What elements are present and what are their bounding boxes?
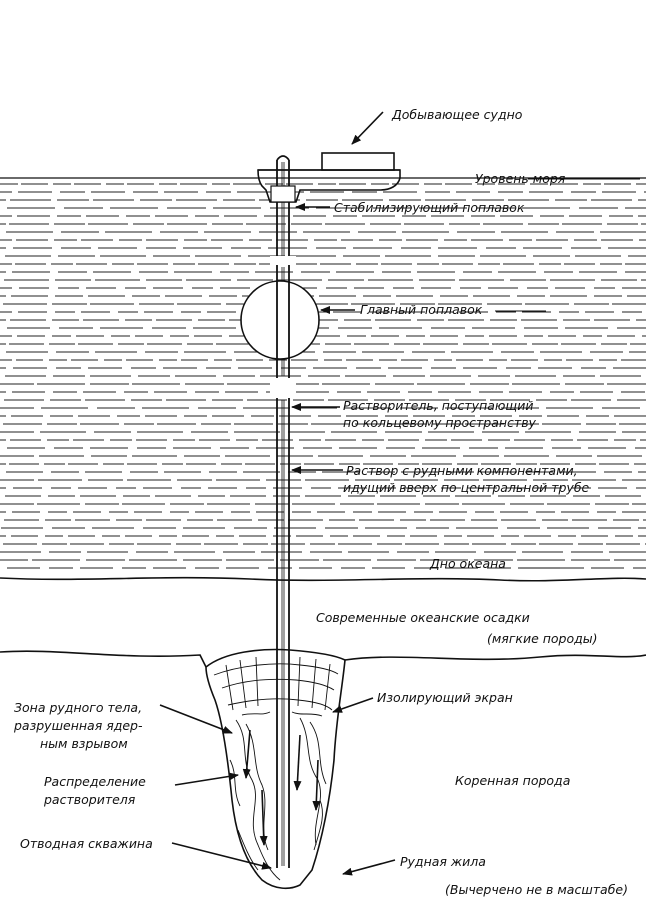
mining-vessel bbox=[258, 152, 400, 171]
sediment-boundary bbox=[0, 650, 646, 668]
label-bedrock: Коренная порода bbox=[455, 773, 570, 788]
ore-body-zone bbox=[205, 648, 346, 890]
label-solution-1: Раствор с рудными компонентами, bbox=[346, 463, 578, 478]
label-solvent-2: по кольцевому пространству bbox=[343, 415, 537, 430]
pointer-arrows bbox=[159, 111, 396, 876]
sea-water bbox=[0, 183, 646, 569]
label-sea-level: Уровень моря bbox=[475, 171, 566, 186]
label-ore-vein: Рудная жила bbox=[400, 854, 486, 869]
label-ore-zone-1: Зона рудного тела, bbox=[14, 700, 142, 715]
stabilizing-float bbox=[257, 169, 401, 203]
ocean-floor-line bbox=[0, 576, 646, 582]
label-ore-zone-2: разрушенная ядер- bbox=[13, 718, 143, 733]
label-isolating-screen: Изолирующий экран bbox=[377, 690, 513, 705]
label-ore-zone-3: ным взрывом bbox=[40, 736, 128, 751]
label-solution-2: идущий вверх по центральной трубе bbox=[343, 480, 590, 495]
label-not-to-scale: (Вычерчено не в масштабе) bbox=[445, 882, 628, 897]
main-float bbox=[240, 280, 320, 360]
label-main-float: Главный поплавок bbox=[360, 302, 483, 317]
label-ocean-floor: Дно океана bbox=[429, 556, 506, 571]
label-sediments-1: Современные океанские осадки bbox=[316, 610, 530, 625]
label-stabilizing-float: Стабилизирующий поплавок bbox=[334, 200, 525, 215]
stabilizer-collar bbox=[270, 185, 296, 203]
label-leader-lines bbox=[495, 178, 640, 569]
labels: Добывающее судно Уровень моря Стабилизир… bbox=[13, 107, 628, 897]
pipe bbox=[270, 155, 296, 868]
label-solvent-distribution-1: Распределение bbox=[44, 774, 146, 789]
label-solvent-distribution-2: растворителя bbox=[43, 792, 136, 807]
solvent-flow-arrows bbox=[242, 729, 321, 846]
label-solvent-1: Растворитель, поступающий bbox=[343, 398, 533, 413]
label-vessel: Добывающее судно bbox=[391, 107, 523, 122]
label-outlet-well: Отводная скважина bbox=[20, 836, 153, 851]
label-sediments-2: (мягкие породы) bbox=[487, 631, 598, 646]
